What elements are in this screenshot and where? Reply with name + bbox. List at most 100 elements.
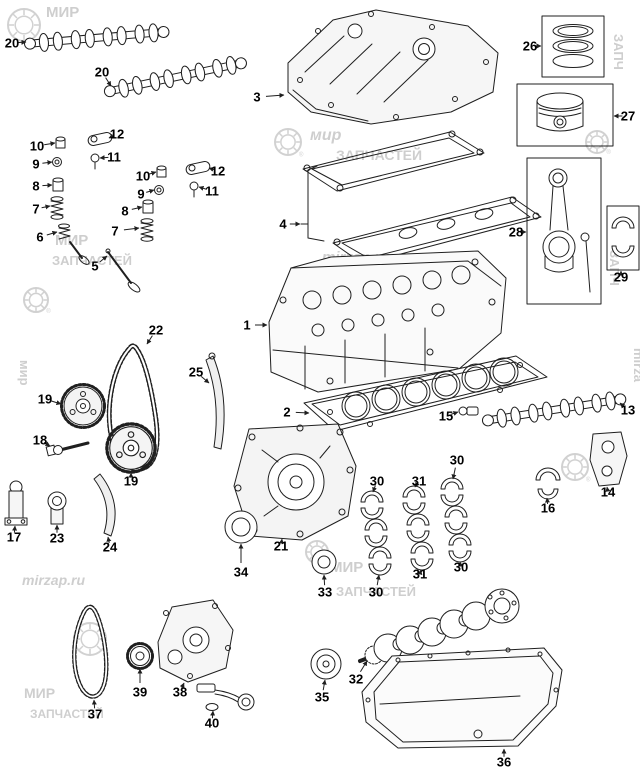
callout-5: 5 <box>91 259 98 274</box>
leader-line-30 <box>372 485 377 493</box>
callout-31: 31 <box>412 474 426 489</box>
brand-logo-watermark: ® <box>561 453 591 483</box>
leader-line-7 <box>41 204 51 210</box>
piston-box <box>516 83 614 147</box>
callout-4: 4 <box>279 217 287 232</box>
callout-19: 19 <box>38 392 52 407</box>
leader-line-40 <box>210 710 216 719</box>
watermark-text: мир <box>310 127 342 144</box>
watermark-text: ЗАПЧАСТЕЙ <box>30 706 104 721</box>
valve-cover-gasket-upper-drawing <box>302 130 485 192</box>
watermark-text: mirzap.ru <box>22 572 85 588</box>
watermark-text: МИР <box>330 559 363 576</box>
callout-9: 9 <box>32 157 39 172</box>
camshaft-drawing-3 <box>480 389 628 431</box>
registered-mark: ® <box>586 476 591 483</box>
callout-2: 2 <box>283 405 290 420</box>
leader-line-13 <box>619 402 626 408</box>
timing-cover-drawing <box>233 423 357 541</box>
callout-30: 30 <box>369 585 383 600</box>
brand-logo-watermark: ® <box>23 287 51 315</box>
leader-line-6 <box>46 230 58 236</box>
front-seal-34-drawing <box>224 510 258 544</box>
watermark-text: mirza <box>631 348 640 383</box>
leader-line-10 <box>44 141 56 147</box>
leader-line-19 <box>51 400 62 406</box>
leader-line-15 <box>450 411 459 416</box>
callout-33: 33 <box>318 585 332 600</box>
callout-16: 16 <box>541 501 555 516</box>
leader-line-18 <box>43 441 51 447</box>
callout-24: 24 <box>103 540 118 555</box>
callout-11: 11 <box>107 150 121 165</box>
crankshaft-drawing <box>358 588 520 665</box>
camshaft-gear-drawing-1 <box>60 383 106 429</box>
callout-12: 12 <box>110 127 124 142</box>
retainer-15-drawing <box>458 406 479 416</box>
parts-layer <box>4 9 640 749</box>
watermark-text: ЗАПЧАСТЕЙ <box>336 584 416 599</box>
leader-line-31 <box>414 481 420 488</box>
head-gasket-drawing <box>303 355 548 432</box>
brand-logo-watermark: ® <box>73 622 110 659</box>
bolt-drawing <box>45 441 90 457</box>
callout-36: 36 <box>497 755 511 770</box>
callout-22: 22 <box>149 323 163 338</box>
callout-4-bracket <box>300 165 325 242</box>
brand-logo-watermark: ® <box>585 130 611 156</box>
callout-10: 10 <box>30 139 44 154</box>
callout-30: 30 <box>370 474 384 489</box>
callout-32: 32 <box>349 672 363 687</box>
leader-line-22 <box>146 335 153 345</box>
leader-line-31 <box>417 569 423 576</box>
leader-line-30 <box>375 574 381 586</box>
oil-pan-drawing <box>361 647 563 749</box>
watermark-text: МИР <box>55 232 88 249</box>
callout-9: 9 <box>137 187 144 202</box>
leader-line-5 <box>99 255 108 263</box>
callout-3: 3 <box>253 90 260 105</box>
rod-bearings-box <box>606 205 640 271</box>
chain-guide-drawing <box>205 352 225 450</box>
leader-line-12 <box>108 133 115 139</box>
valve-cover-drawing <box>287 9 499 125</box>
camshaft-drawing-1 <box>23 22 171 54</box>
leader-line-20 <box>17 39 27 45</box>
callout-17: 17 <box>7 530 21 545</box>
leader-line-30 <box>451 467 457 480</box>
pulley-35-drawing <box>310 648 342 680</box>
callout-20: 20 <box>5 36 19 51</box>
oil-pump-drawing <box>157 599 234 683</box>
piston-rings-box <box>541 15 605 78</box>
callout-13: 13 <box>621 403 635 418</box>
camshaft-drawing-2 <box>102 52 249 102</box>
registered-mark: ® <box>606 149 611 156</box>
leader-line-11 <box>198 185 207 191</box>
callout-34: 34 <box>234 565 249 580</box>
callout-12: 12 <box>211 164 225 179</box>
callout-1: 1 <box>243 318 250 333</box>
leader-line-10 <box>148 170 157 176</box>
callout-25: 25 <box>189 365 203 380</box>
callout-27: 27 <box>621 109 635 124</box>
callout-35: 35 <box>315 690 329 705</box>
leader-line-8 <box>131 205 143 211</box>
callout-7: 7 <box>111 224 118 239</box>
callout-8: 8 <box>121 204 128 219</box>
leader-line-24 <box>106 536 112 544</box>
callout-37: 37 <box>88 707 102 722</box>
leader-line-20 <box>105 77 112 87</box>
callout-30: 30 <box>450 453 464 468</box>
bearing-16-drawing <box>535 467 561 500</box>
callout-19: 19 <box>124 474 138 489</box>
watermark-text: мир <box>17 360 32 386</box>
watermark-text: ЗАПЧ <box>607 250 622 286</box>
callout-29: 29 <box>614 270 628 285</box>
bracket-14-drawing <box>589 431 628 487</box>
callout-26: 26 <box>523 39 537 54</box>
seal-33-drawing <box>311 549 337 575</box>
leader-line-21 <box>278 538 284 544</box>
watermark-text: ЗАПЧ <box>611 34 626 70</box>
